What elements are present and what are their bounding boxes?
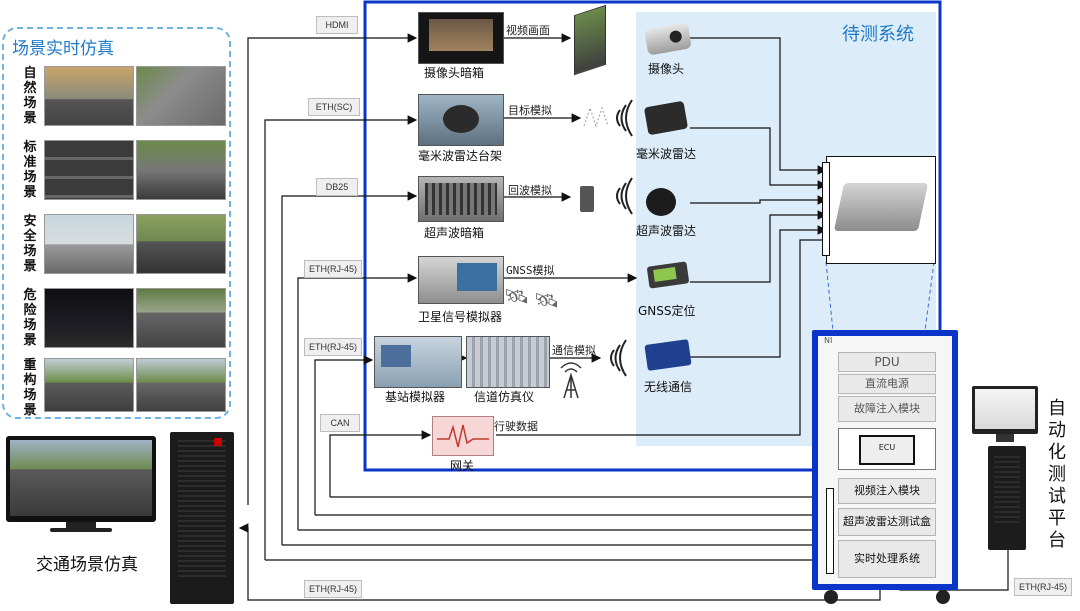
scene-thumb-danger-1 — [44, 288, 134, 348]
scene-panel-title: 场景实时仿真 — [12, 39, 114, 59]
scene-thumb-rebuild-1 — [44, 358, 134, 412]
gateway-label: 网关 — [450, 459, 475, 473]
ultrasonic-sensor-label: 超声波雷达 — [636, 224, 697, 238]
rack-ecu-label: ECU — [878, 443, 896, 452]
rack-module-realtime: 实时处理系统 — [838, 540, 936, 578]
automation-monitor — [972, 386, 1038, 434]
signal-echo-note: 回波模拟 — [508, 184, 552, 197]
satellite-icon: 🛰 — [504, 284, 530, 308]
ultrasonic-emitter-icon — [580, 186, 594, 212]
iface-eth-rj45-bottom-tag: ETH(RJ-45) — [304, 580, 362, 598]
channel-sim-label: 信道仿真仪 — [474, 390, 535, 404]
satellite-icon-2: 🛰 — [534, 288, 560, 312]
camera-box-label: 摄像头暗箱 — [424, 66, 485, 80]
scene-thumb-danger-2 — [136, 288, 226, 348]
traffic-monitor-stand — [66, 522, 96, 530]
iface-db25-tag: DB25 — [316, 178, 358, 196]
iface-hdmi-tag: HDMI — [316, 16, 358, 34]
rack-module-fault-injection: 故障注入模块 — [838, 396, 936, 422]
traffic-monitor — [6, 436, 156, 522]
scene-thumb-standard-1 — [44, 140, 134, 200]
base-station-image — [374, 336, 462, 388]
iface-can-tag: CAN — [320, 414, 360, 432]
rack-ecu-bay: ECU — [838, 428, 936, 470]
dut-border — [363, 0, 942, 472]
video-screen-image — [574, 4, 606, 76]
gnss-sim-image — [418, 256, 504, 304]
rack-module-video-injection: 视频注入模块 — [838, 478, 936, 504]
traffic-monitor-base — [50, 528, 112, 532]
rack-module-pdu: PDU — [838, 352, 936, 372]
scene-group-safety-label: 安全场景 — [23, 214, 37, 274]
iface-eth-sc-tag: ETH(SC) — [308, 98, 360, 116]
scene-group-natural-label: 自然场景 — [23, 66, 37, 126]
mm-radar-sensor-label: 毫米波雷达 — [636, 147, 697, 161]
automation-tower — [988, 446, 1026, 550]
scene-thumb-safety-2 — [136, 214, 226, 274]
rack-wheel-right — [936, 590, 950, 604]
signal-driving-note: 行驶数据 — [494, 420, 538, 433]
scene-thumb-natural-2 — [136, 66, 226, 126]
ultrasonic-box-image — [418, 176, 504, 222]
rack-module-dc-power: 直流电源 — [838, 374, 936, 394]
scene-panel-border — [2, 27, 231, 419]
ultrasonic-box-label: 超声波暗箱 — [424, 226, 485, 240]
scene-group-rebuild-label: 重构场景 — [23, 358, 37, 418]
gnss-sensor-label: GNSS定位 — [638, 304, 696, 318]
channel-sim-image — [466, 336, 550, 388]
wireless-sensor-label: 无线通信 — [644, 380, 693, 394]
scene-thumb-rebuild-2 — [136, 358, 226, 412]
radar-bench-label: 毫米波雷达台架 — [418, 149, 503, 163]
signal-comm-note: 通信模拟 — [552, 344, 596, 357]
iface-eth-rj45-right-tag: ETH(RJ-45) — [1014, 578, 1072, 596]
iface-eth-rj45-2-tag: ETH(RJ-45) — [304, 338, 362, 356]
camera-sensor-label: 摄像头 — [648, 62, 685, 76]
automation-platform-label: 自动化测试平台 — [1048, 398, 1066, 551]
scene-group-standard-label: 标准场景 — [23, 140, 37, 200]
base-station-label: 基站模拟器 — [385, 390, 446, 404]
ecu-frame — [826, 156, 936, 264]
workstation-tower — [170, 432, 234, 604]
scene-thumb-standard-2 — [136, 140, 226, 200]
scene-group-danger-label: 危险场景 — [23, 288, 37, 348]
rack-module-ultrasonic-test: 超声波雷达测试盒 — [838, 508, 936, 536]
gateway-image — [432, 416, 494, 456]
dut-title: 待测系统 — [842, 24, 914, 45]
scene-thumb-natural-1 — [44, 66, 134, 126]
radar-bench-image — [418, 94, 504, 146]
rack-brand: NI — [824, 336, 833, 345]
rack-wheel-left — [824, 590, 838, 604]
scene-thumb-safety-1 — [44, 214, 134, 274]
ecu-connector-strip — [822, 162, 830, 256]
automation-monitor-base — [996, 434, 1014, 442]
camera-box-image — [418, 12, 504, 64]
rack-connector-strip — [826, 488, 834, 574]
signal-video-note: 视频画面 — [506, 24, 550, 37]
signal-gnss-note: GNSS模拟 — [506, 264, 555, 277]
signal-target-note: 目标模拟 — [508, 104, 552, 117]
traffic-sim-label: 交通场景仿真 — [36, 555, 138, 575]
ultrasonic-sensor-image — [646, 188, 676, 216]
iface-eth-rj45-1-tag: ETH(RJ-45) — [304, 260, 362, 278]
gnss-sim-label: 卫星信号模拟器 — [418, 310, 503, 324]
